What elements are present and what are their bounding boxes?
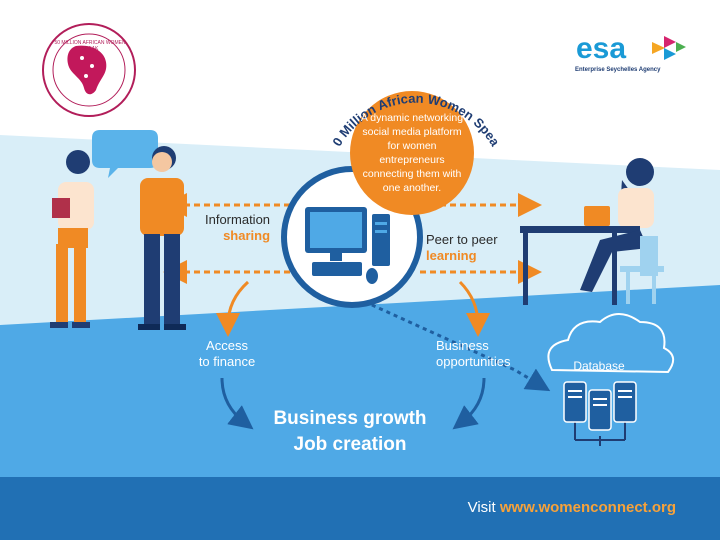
growth-line2: Job creation (293, 434, 407, 455)
label-information: Information sharing (205, 212, 270, 244)
growth-line1: Business growth (273, 408, 427, 429)
esa-logo (652, 36, 686, 60)
label-peer: Peer to peer learning (426, 232, 498, 264)
description-bubble (350, 91, 474, 215)
blue-area (0, 285, 720, 478)
arrow-to-database (349, 293, 551, 392)
woman-laptop-illustration (520, 158, 664, 305)
seal-text: 50 MILLION AFRICAN WOMEN SPEAK (54, 40, 126, 52)
esa-wordmark: esa (576, 32, 627, 65)
website-link[interactable]: www.womenconnect.org (499, 499, 676, 516)
left-seal-logo (42, 23, 136, 117)
arrow-business-opps (458, 280, 490, 337)
label-opportunities: opportunities (436, 354, 511, 369)
label-learning: learning (426, 248, 477, 263)
visit-label: Visit (467, 499, 496, 516)
label-business: Business opportunities (436, 338, 510, 370)
arrow-access-finance (216, 280, 250, 337)
label-peer-line1: Peer to peer (426, 232, 498, 247)
label-access: Access to finance (182, 338, 272, 370)
footer-visit: Visit www.womenconnect.org (468, 499, 676, 516)
label-information-line1: Information (205, 212, 271, 227)
label-access-line1: Access (206, 338, 248, 353)
label-database: Database (573, 359, 625, 373)
arrow-to-growth-right (452, 377, 486, 430)
label-to-finance: to finance (198, 354, 256, 369)
growth-text: Business growth Job creation (250, 406, 450, 458)
people-talking-illustration (50, 130, 186, 330)
label-sharing: sharing (223, 228, 271, 243)
footer: Visit www.womenconnect.org (0, 477, 720, 540)
arrow-to-growth-left (220, 377, 254, 430)
bubble-text: A dynamic networking social media platfo… (360, 112, 464, 194)
esa-tagline: Enterprise Seychelles Agency (575, 67, 661, 73)
database-icon (547, 313, 675, 446)
label-business-line1: Business (436, 338, 489, 353)
